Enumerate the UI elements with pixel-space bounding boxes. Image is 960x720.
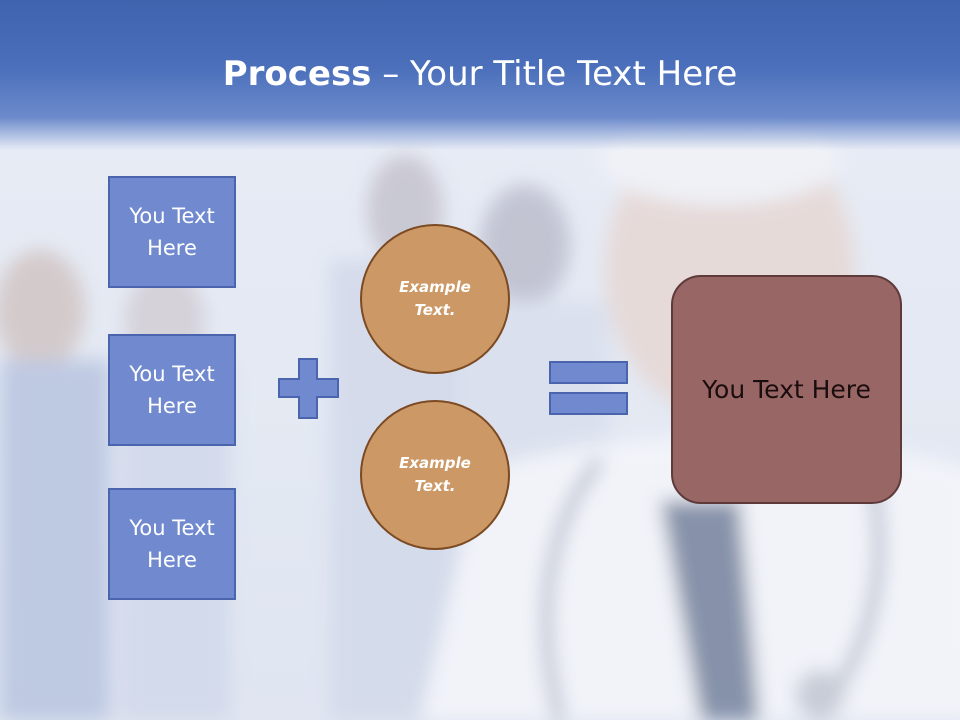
title-bold: Process [222, 54, 372, 94]
title-rest: – Your Title Text Here [371, 54, 738, 94]
text-box-1-label: You Text Here [129, 204, 215, 260]
equals-icon [549, 361, 628, 415]
text-box-2-label: You Text Here [129, 362, 215, 418]
example-circle-1[interactable]: Example Text. [360, 224, 510, 374]
result-box-label: You Text Here [702, 374, 871, 404]
example-circle-2[interactable]: Example Text. [360, 400, 510, 550]
slide-title: Process – Your Title Text Here [0, 52, 960, 96]
text-box-3[interactable]: You Text Here [108, 488, 236, 600]
text-box-1[interactable]: You Text Here [108, 176, 236, 288]
title-bar [0, 0, 960, 150]
example-circle-1-label: Example Text. [399, 278, 471, 319]
result-box[interactable]: You Text Here [671, 275, 902, 504]
plus-icon [278, 358, 339, 419]
text-box-2[interactable]: You Text Here [108, 334, 236, 446]
text-box-3-label: You Text Here [129, 516, 215, 572]
example-circle-2-label: Example Text. [399, 454, 471, 495]
